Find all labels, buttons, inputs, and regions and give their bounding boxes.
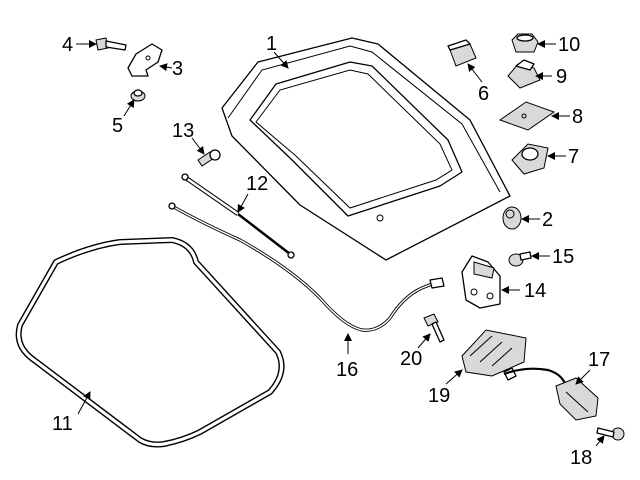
callout-15: 15 [552,246,574,268]
callout-13: 13 [172,120,194,142]
callout-12: 12 [246,173,268,195]
gas-strut-12 [181,173,295,259]
actuator-19 [461,329,527,381]
callout-16: 16 [336,359,358,381]
callout-10: 10 [558,34,580,56]
release-cable-16 [168,202,445,332]
grommet-5 [130,89,146,102]
bolt-4 [95,37,127,51]
callout-18: 18 [570,447,592,469]
ball-stud-13 [197,149,221,167]
callout-numbers: 1 2 3 4 5 6 7 8 9 10 11 12 13 14 15 16 1… [52,33,610,469]
switch-17 [503,367,599,421]
callout-6: 6 [478,83,489,105]
switch-cover-7 [511,143,549,175]
bumper-stop-2 [502,206,522,230]
callout-1: 1 [266,33,277,55]
callout-11: 11 [52,413,73,435]
callout-14: 14 [524,280,546,302]
callout-4: 4 [62,34,73,56]
liftgate-panel [221,37,511,261]
pad-8 [498,101,556,131]
callout-2: 2 [542,209,553,231]
bolt-20 [423,313,445,343]
cap-10 [511,33,539,53]
callout-17: 17 [588,349,610,371]
bumper-block-6 [447,39,477,67]
bracket-3 [127,43,163,77]
bolt-15 [508,251,532,267]
weatherstrip-11 [15,237,285,448]
callout-9: 9 [556,66,567,88]
screw-18 [596,427,625,441]
leader-lines [76,40,605,447]
callout-8: 8 [572,106,583,128]
callout-7: 7 [568,146,579,168]
callout-5: 5 [112,115,123,137]
latch-14 [461,255,501,309]
callout-3: 3 [172,58,183,80]
bumper-9 [507,59,541,89]
callout-20: 20 [400,348,422,370]
callout-19: 19 [428,385,450,407]
